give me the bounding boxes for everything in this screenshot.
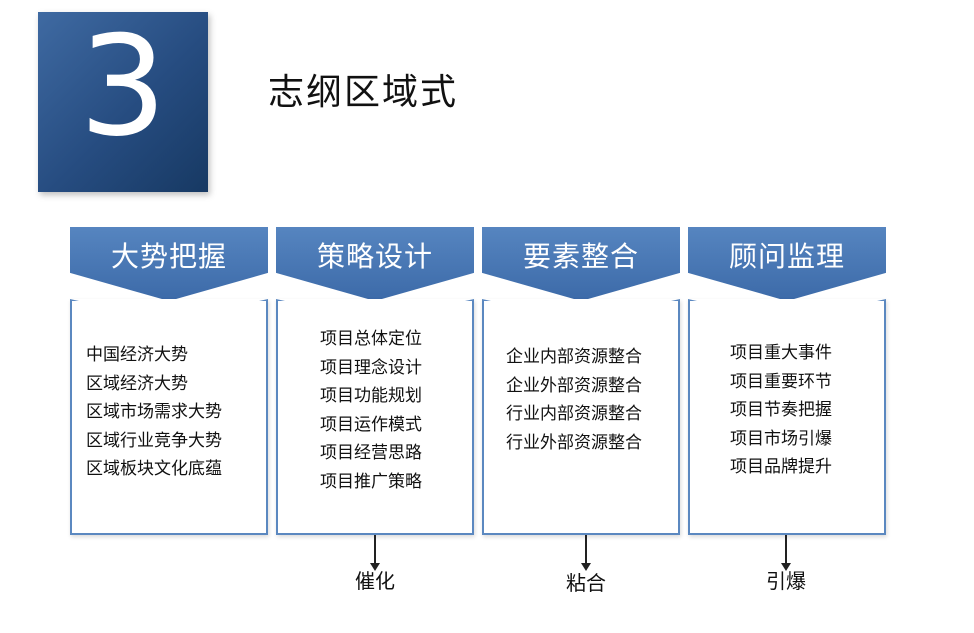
item-list: 企业内部资源整合 企业外部资源整合 行业内部资源整合 行业外部资源整合 — [506, 343, 642, 457]
list-item: 项目运作模式 — [320, 414, 422, 435]
list-item: 行业内部资源整合 — [506, 404, 642, 424]
column-trend-grasp: 大势把握 中国经济大势 区域经济大势 区域市场需求大势 区域行业竞争大势 区域板… — [70, 227, 268, 535]
list-item: 项目节奏把握 — [730, 400, 832, 420]
list-item: 项目理念设计 — [320, 357, 422, 378]
column-header-label: 策略设计 — [316, 240, 433, 273]
column-body: 项目总体定位 项目理念设计 项目功能规划 项目运作模式 项目经营思路 项目推广策… — [276, 299, 474, 535]
list-item: 区域经济大势 — [86, 373, 188, 394]
list-item: 项目重大事件 — [730, 343, 832, 363]
list-item: 中国经济大势 — [86, 345, 188, 365]
page-title: 志纲区域式 — [268, 72, 459, 113]
column-header: 策略设计 — [276, 227, 474, 301]
column-body: 中国经济大势 区域经济大势 区域市场需求大势 区域行业竞争大势 区域板块文化底蕴 — [70, 299, 268, 535]
list-item: 区域行业竞争大势 — [86, 430, 222, 451]
list-item: 区域市场需求大势 — [86, 402, 222, 422]
connector-label: 催化 — [355, 569, 395, 593]
column-header: 顾问监理 — [688, 227, 886, 301]
column-body-notch — [276, 299, 474, 321]
column-header: 要素整合 — [482, 227, 680, 301]
column-strategy-design: 策略设计 项目总体定位 项目理念设计 项目功能规划 项目运作模式 项目经营思路 … — [276, 227, 474, 535]
list-item: 项目市场引爆 — [730, 428, 832, 449]
column-body: 企业内部资源整合 企业外部资源整合 行业内部资源整合 行业外部资源整合 — [482, 299, 680, 535]
column-header-label: 要素整合 — [522, 240, 639, 273]
column-consulting-supervision: 顾问监理 项目重大事件 项目重要环节 项目节奏把握 项目市场引爆 项目品牌提升 — [688, 227, 886, 535]
column-body-notch — [482, 299, 680, 321]
list-item: 企业内部资源整合 — [506, 347, 642, 367]
section-number: 3 — [79, 6, 167, 167]
list-item: 项目重要环节 — [730, 371, 832, 392]
list-item: 行业外部资源整合 — [506, 432, 642, 453]
column-body-notch — [688, 299, 886, 321]
item-list: 项目重大事件 项目重要环节 项目节奏把握 项目市场引爆 项目品牌提升 — [730, 339, 832, 482]
column-body-notch — [70, 299, 268, 321]
column-body: 项目重大事件 项目重要环节 项目节奏把握 项目市场引爆 项目品牌提升 — [688, 299, 886, 535]
list-item: 区域板块文化底蕴 — [86, 459, 222, 479]
list-item: 项目品牌提升 — [730, 457, 832, 477]
column-header: 大势把握 — [70, 227, 268, 301]
list-item: 企业外部资源整合 — [506, 375, 642, 396]
list-item: 项目功能规划 — [320, 386, 422, 406]
list-item: 项目推广策略 — [320, 471, 422, 492]
list-item: 项目经营思路 — [320, 443, 422, 463]
column-header-label: 顾问监理 — [728, 240, 845, 273]
column-header-label: 大势把握 — [110, 240, 227, 273]
item-list: 项目总体定位 项目理念设计 项目功能规划 项目运作模式 项目经营思路 项目推广策… — [320, 325, 422, 496]
list-item: 项目总体定位 — [320, 329, 422, 349]
section-number-box: 3 — [38, 12, 208, 192]
connector-label: 粘合 — [566, 571, 606, 595]
connector-label: 引爆 — [766, 569, 806, 593]
item-list: 中国经济大势 区域经济大势 区域市场需求大势 区域行业竞争大势 区域板块文化底蕴 — [86, 341, 222, 484]
column-resource-integration: 要素整合 企业内部资源整合 企业外部资源整合 行业内部资源整合 行业外部资源整合 — [482, 227, 680, 535]
